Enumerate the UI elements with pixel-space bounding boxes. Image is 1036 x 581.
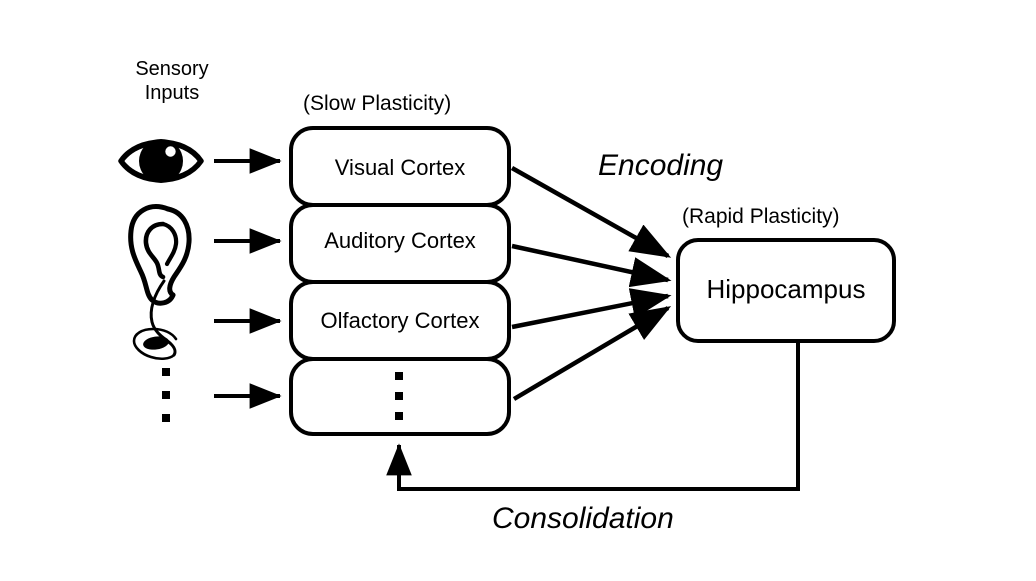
hippocampus-label: Hippocampus xyxy=(706,274,866,304)
ear-icon xyxy=(128,204,192,306)
encoding-arrows xyxy=(510,166,672,401)
cortex-box-label-visual: Visual Cortex xyxy=(334,155,466,180)
cortex-box-label-olfactory: Olfactory Cortex xyxy=(320,308,480,333)
input-arrows xyxy=(214,148,282,409)
ellipsis-icon xyxy=(162,368,170,422)
nose-icon xyxy=(132,279,178,361)
encoding-label: Encoding xyxy=(598,149,724,182)
cortex-stack xyxy=(289,126,511,436)
slow-plasticity-label: (Slow Plasticity) xyxy=(303,92,452,115)
encoding-arrow-visual xyxy=(510,166,672,258)
encoding-arrow-other xyxy=(512,306,672,401)
encoding-arrow-auditory xyxy=(511,243,672,288)
eye-icon xyxy=(118,139,204,183)
rapid-plasticity-label: (Rapid Plasticity) xyxy=(682,205,840,228)
consolidation-arrow xyxy=(386,341,800,491)
sensory-inputs-label: Sensory Inputs xyxy=(135,58,209,104)
cortex-ellipsis-icon xyxy=(395,372,403,420)
cortex-box-label-auditory: Auditory Cortex xyxy=(324,228,476,253)
encoding-arrow-olfactory xyxy=(511,288,672,330)
consolidation-label: Consolidation xyxy=(492,502,674,535)
hippocampus-box xyxy=(676,238,896,343)
